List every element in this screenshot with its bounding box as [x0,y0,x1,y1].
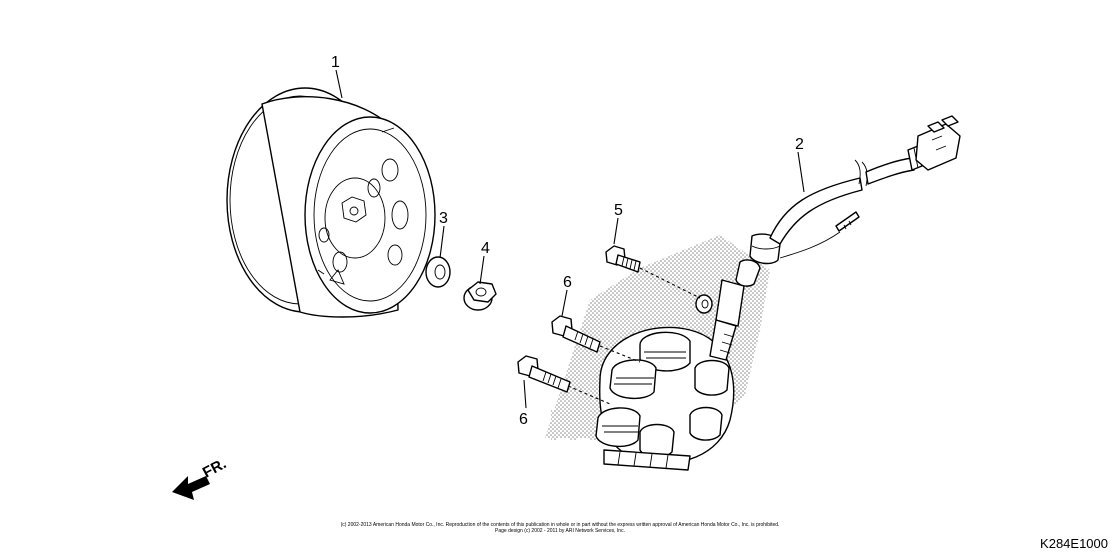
callout-3: 3 [439,210,448,227]
leader-lines [335,69,805,409]
callout-4: 4 [481,240,490,257]
callout-6-upper: 6 [563,274,572,291]
flywheel-rotor [226,87,436,318]
callout-5: 5 [614,202,623,219]
stator-assembly [595,115,961,471]
bolt-5 [605,245,641,273]
copyright-line-2: Page design (c) 2002 - 2011 by ARI Netwo… [495,528,625,534]
bolt-6-upper [551,315,601,353]
callout-2: 2 [795,136,804,153]
front-direction-indicator: FR. [172,455,229,500]
flange-nut [463,281,497,311]
front-arrow-icon [172,476,210,500]
figure-reference-code: K284E1000 [1040,536,1108,551]
callout-1: 1 [331,54,340,71]
copyright-line-1: (c) 2002-2013 American Honda Motor Co., … [340,522,780,528]
callout-6-lower: 6 [519,411,528,428]
bolt-6-lower [517,355,571,393]
washer [425,256,451,288]
